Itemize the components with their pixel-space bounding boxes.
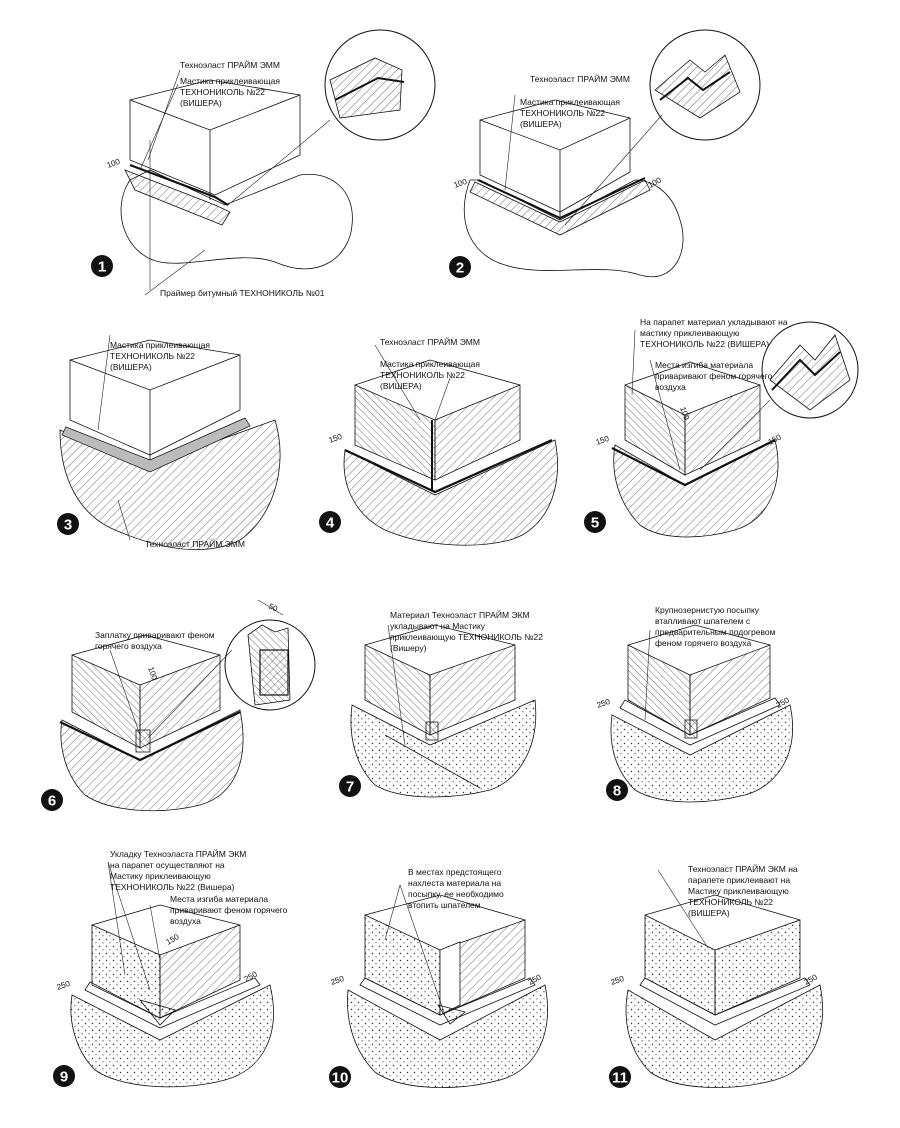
step-4-dim-0: 150 [328,432,344,445]
step-9-label2-1: приваривают феном горячего [170,905,288,915]
step-7-label-1: укладывают на Мастику [390,621,486,631]
step-7-label-2: приклеивающую ТЕХНОНИКОЛЬ №22 [390,632,543,642]
step-5-dim-2: 150 [767,432,783,446]
step-4-label-0: Техноэласт ПРАЙМ ЭММ [380,336,480,347]
step-5-badge [584,511,606,533]
step-9-label2-0: Места изгиба материала [170,894,268,904]
step-11: Техноэласт ПРАЙМ ЭКМ на парапете приклеи… [609,863,823,1088]
step-2-dim-0: 100 [453,177,469,190]
step-6-label-1: горячего воздуха [95,641,162,651]
step-9-dim-0: 150 [165,932,182,947]
step-6: Заплатку приваривают феном горячего возд… [41,599,316,812]
step-4-badge [319,511,341,533]
step-1-bottom-label: Праймер битумный ТЕХНОНИКОЛЬ №01 [160,288,325,298]
step-1-label-3: (ВИШЕРА) [180,98,222,108]
step-2-label-3: (ВИШЕРА) [520,119,562,129]
step-5-dim-1: 150 [595,434,611,447]
step-11-label-4: (ВИШЕРА) [688,908,730,918]
step-2-badge [449,256,471,278]
step-7-label-0: Материал Техноэласт ПРАЙМ ЭКМ [390,609,530,620]
step-3-badge [57,513,79,535]
step-4-label-2: ТЕХНОНИКОЛЬ №22 [380,370,465,380]
step-1-number: 1 [98,259,106,276]
step-11-badge [609,1066,631,1088]
step-10-dim-0: 250 [330,974,346,987]
step-4-label-1: Мастика приклеивающая [380,359,480,369]
step-8-label-0: Крупнозернистую посыпку [655,605,760,615]
step-8-label-1: втапливают шпателем с [655,616,751,626]
step-7-number: 7 [346,779,354,796]
step-9-dim-1: 250 [56,979,72,992]
step-5-label2-1: приваривают феном горячего [655,371,773,381]
step-10-label-0: В местах предстоящего [408,867,502,877]
step-6-label-0: Заплатку приваривают феном [95,630,215,640]
step-8-dim-0: 250 [596,697,612,710]
step-6-dim-0: 100 [146,666,159,682]
step-9-badge [53,1065,75,1087]
step-5-label2-2: воздуха [655,382,686,392]
step-2-number: 2 [456,260,464,277]
step-4-number: 4 [326,515,335,532]
step-4-label-3: (ВИШЕРА) [380,381,422,391]
step-3-label-2: (ВИШЕРА) [110,362,152,372]
step-7-badge [339,775,361,797]
step-4: Техноэласт ПРАЙМ ЭММ Мастика приклеивающ… [319,336,558,546]
step-9-label2-2: воздуха [170,916,201,926]
step-2-label-0: Техноэласт ПРАЙМ ЭММ [530,73,630,84]
step-2-dim-1: 100 [647,175,663,189]
step-1: Техноэласт ПРАЙМ ЭММ Мастика приклеивающ… [91,29,436,298]
step-6-badge [41,789,63,811]
step-3-label-1: ТЕХНОНИКОЛЬ №22 [110,351,195,361]
step-1-label-1: Мастика приклеивающая [180,76,280,86]
step-3-number: 3 [64,517,72,534]
step-8-number: 8 [613,783,621,800]
step-8: Крупнозернистую посыпку втапливают шпате… [596,605,793,803]
step-8-badge [606,779,628,801]
step-2: Техноэласт ПРАЙМ ЭММ Мастика приклеивающ… [449,29,761,278]
step-5-label2-0: Места изгиба материала [655,360,753,370]
step-11-label-3: ТЕХНОНИКОЛЬ №22 [688,897,773,907]
step-11-dim-1: 250 [803,972,819,986]
step-6-number: 6 [48,793,56,810]
step-5-label-1: мастику приклеивающую [640,328,740,338]
step-2-label-2: ТЕХНОНИКОЛЬ №22 [520,108,605,118]
step-9-number: 9 [60,1069,68,1086]
step-6-dim-1: 50 [267,602,279,614]
step-9-label-0: Укладку Техноэласта ПРАЙМ ЭКМ [110,848,246,859]
step-7: Материал Техноэласт ПРАЙМ ЭКМ укладывают… [339,609,543,798]
step-1-label-2: ТЕХНОНИКОЛЬ №22 [180,87,265,97]
step-10-dim-1: 250 [527,972,543,986]
step-10-label-1: нахлеста материала на [408,878,501,888]
step-11-label-2: Мастику приклеивающую [688,886,789,896]
step-11-dim-0: 250 [610,974,626,987]
step-3-label-0: Мастика приклеивающая [110,340,210,350]
step-5: На парапет материал укладывают на мастик… [584,317,859,538]
step-5-label-2: ТЕХНОНИКОЛЬ №22 (ВИШЕРА) [640,339,769,349]
step-11-number: 11 [612,1070,628,1087]
step-8-label-3: феном горячего воздуха [655,638,752,648]
step-3-bottom-label: Техноэласт ПРАЙМ ЭММ [145,538,245,549]
step-9-label-3: ТЕХНОНИКОЛЬ №22 (Вишера) [110,882,235,892]
step-1-badge [91,255,113,277]
step-11-label-1: парапете приклеивают на [688,875,790,885]
step-5-number: 5 [591,515,599,532]
step-10-label-3: втопить шпателем [408,900,481,910]
step-8-label-2: предварительным подогревом [655,627,776,637]
step-11-label-0: Техноэласт ПРАЙМ ЭКМ на [688,863,798,874]
step-1-label-0: Техноэласт ПРАЙМ ЭММ [180,59,280,70]
step-10: В местах предстоящего нахлеста материала… [329,867,548,1088]
step-9-label-1: на парапет осуществляют на [110,860,225,870]
step-10-label-2: посыпку, ее необходимо [408,889,504,899]
step-1-dim-0: 100 [106,157,122,170]
step-7-label-3: (Вишеру) [390,643,427,653]
step-9: Укладку Техноэласта ПРАЙМ ЭКМ на парапет… [53,848,288,1088]
step-10-number: 10 [332,1070,349,1087]
step-5-label-0: На парапет материал укладывают на [640,317,788,327]
step-3: Мастика приклеивающая ТЕХНОНИКОЛЬ №22 (В… [57,334,281,551]
step-9-label-2: Мастику приклеивающую [110,871,211,881]
step-5-dim-0: 100 [678,406,691,422]
step-2-label-1: Мастика приклеивающая [520,97,620,107]
step-10-badge [329,1066,351,1088]
